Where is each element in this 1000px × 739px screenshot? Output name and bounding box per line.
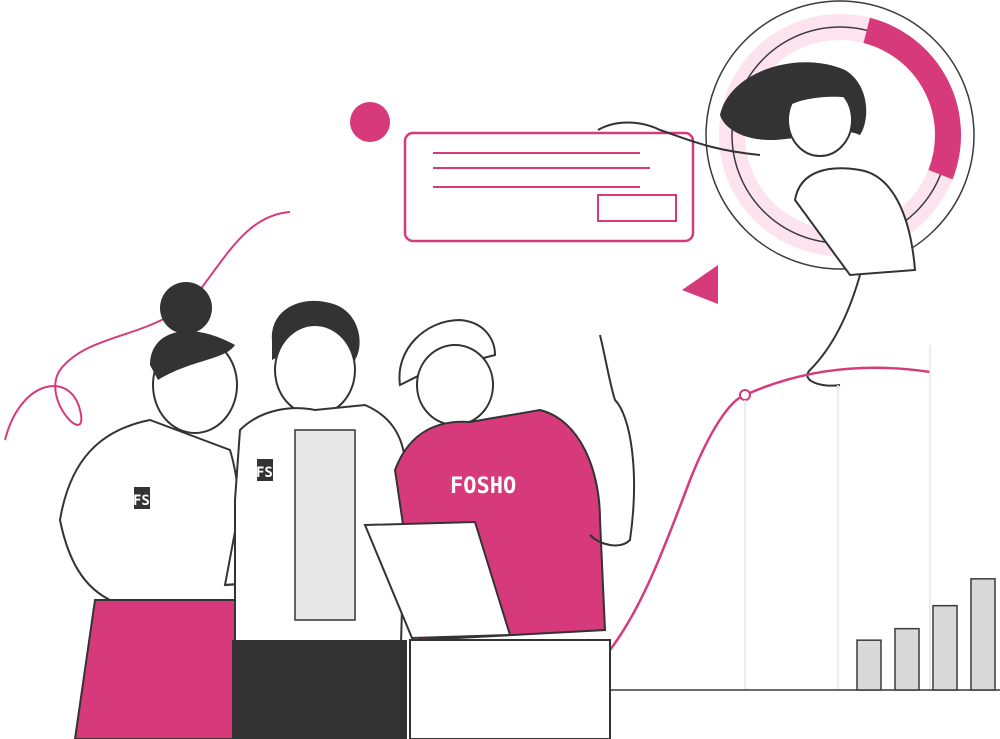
bar-chart: [856, 578, 996, 691]
clipboard: [363, 520, 512, 640]
bar-3: [932, 604, 958, 691]
bar-1: [856, 639, 882, 691]
shirt-text-fosho: FOSHO: [450, 474, 516, 499]
curve-marker: [739, 389, 751, 401]
bar-4: [970, 578, 996, 691]
bar-2: [894, 627, 920, 691]
logo-text-2: FS: [256, 465, 273, 481]
decorative-curve-left: [4, 211, 291, 441]
donut-progress-arc: [863, 17, 961, 180]
message-card-icon: [403, 131, 695, 243]
growth-curve: [608, 366, 931, 651]
logo-text-1: FS: [133, 493, 150, 509]
woman-with-laptop: FS: [58, 282, 252, 739]
woman-in-circle: [597, 62, 917, 387]
man-striped-shirt: FS: [232, 300, 408, 739]
dot-icon: [350, 102, 390, 142]
play-triangle-icon: [682, 265, 718, 304]
